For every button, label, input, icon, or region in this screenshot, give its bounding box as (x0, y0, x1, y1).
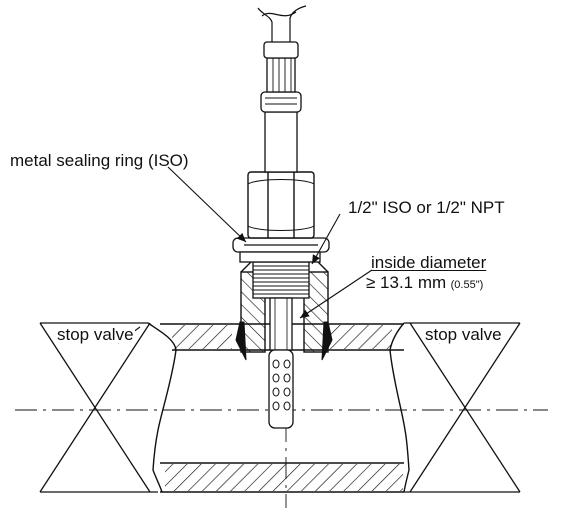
flange-right-edge (389, 322, 410, 493)
hex-nut-faces (267, 172, 295, 238)
leader-sealing-ring (167, 166, 247, 243)
valve-left-cross-b (39, 322, 151, 493)
connector-ribs (272, 58, 292, 92)
inside-diameter-label: inside diameter (371, 253, 487, 272)
thread-lines (253, 265, 309, 295)
stop-valve-left-label: stop valve (56, 325, 135, 344)
connector-cap (263, 41, 299, 59)
cable-right (289, 5, 307, 42)
valve-right-cross-b (409, 322, 521, 493)
diameter-value-group: ≥ 13.1 mm (0.55") (366, 274, 483, 292)
pipe-wall-hatching (165, 325, 403, 491)
cable-break (261, 11, 297, 17)
hex-nut (247, 171, 315, 239)
diameter-inches: (0.55") (450, 279, 484, 291)
hex-nut-body (247, 171, 315, 239)
leader-thread (311, 213, 341, 265)
cable (257, 5, 307, 42)
probe-neck (269, 297, 293, 351)
shaft-collar (260, 91, 302, 113)
diameter-value: ≥ 13.1 mm (366, 273, 447, 292)
stop-valve-right-label: stop valve (424, 325, 503, 344)
connector-body (266, 57, 296, 93)
thread-body (252, 261, 310, 299)
probe-holes (272, 359, 291, 411)
sensor-probe (268, 297, 294, 429)
probe-filter (268, 349, 294, 429)
probe-neck-edge (274, 298, 288, 350)
hex-nut-chamfer (247, 179, 315, 231)
stop-valve-left (39, 322, 158, 493)
weld-boss (240, 261, 329, 353)
upper-shaft (264, 111, 298, 173)
ring-shoulder (239, 251, 321, 263)
thread-label: 1/2" ISO or 1/2" NPT (348, 198, 505, 217)
cable-left (257, 7, 273, 42)
sealing-ring (232, 237, 330, 263)
leader-inside-diameter (299, 269, 373, 319)
collar-grooves (265, 97, 297, 105)
sealing-ring-label: metal sealing ring (ISO) (10, 151, 189, 170)
stop-valve-right (404, 322, 521, 493)
sensor-shaft (260, 41, 302, 173)
thread-region (252, 261, 310, 299)
